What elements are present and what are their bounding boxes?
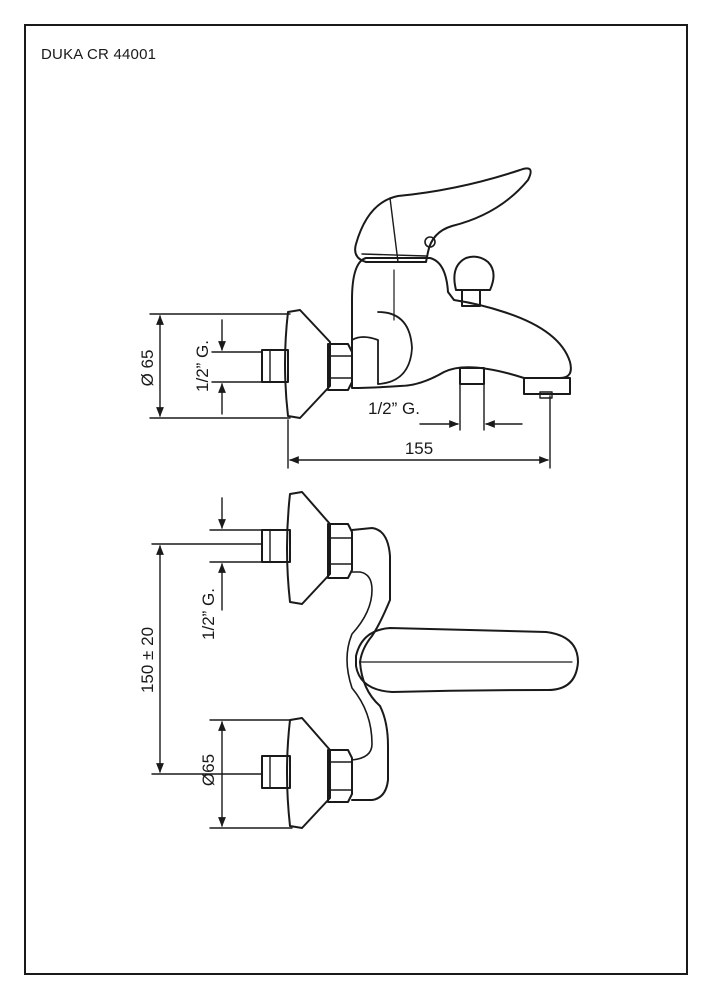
side-dim-length: 155 xyxy=(405,439,433,458)
side-mixer-body xyxy=(351,257,572,389)
top-upper-flange xyxy=(286,491,331,605)
top-lower-hex-nut xyxy=(327,749,353,803)
top-dim-center-distance: 150 ± 20 xyxy=(138,627,157,693)
side-dim-inlet-thread: 1/2” G. xyxy=(193,340,212,392)
drawing-title: DUKA CR 44001 xyxy=(41,46,157,63)
side-shower-outlet xyxy=(459,367,485,385)
side-diverter-knob xyxy=(453,255,495,307)
side-dim-diameter: Ø 65 xyxy=(138,350,157,387)
top-lever-handle xyxy=(355,627,579,693)
top-lower-inlet-stub xyxy=(261,755,291,789)
side-view xyxy=(261,167,572,419)
top-dim-inlet-thread: 1/2” G. xyxy=(199,588,218,640)
top-lower-flange xyxy=(286,717,331,829)
top-upper-inlet-stub xyxy=(261,529,291,563)
top-view-dimensions xyxy=(151,497,293,829)
side-view-dimensions xyxy=(149,313,551,469)
side-wall-flange xyxy=(284,309,331,419)
top-view xyxy=(261,491,579,829)
side-inlet-stub xyxy=(261,349,289,383)
side-lever-handle xyxy=(354,167,532,263)
drawing-frame xyxy=(24,24,688,975)
side-dim-spout-thread: 1/2” G. xyxy=(368,399,420,418)
top-upper-hex-nut xyxy=(327,523,353,579)
side-hex-nut xyxy=(327,343,353,391)
side-spout-outlet xyxy=(523,377,571,395)
top-dim-diameter: Ø65 xyxy=(199,754,218,786)
